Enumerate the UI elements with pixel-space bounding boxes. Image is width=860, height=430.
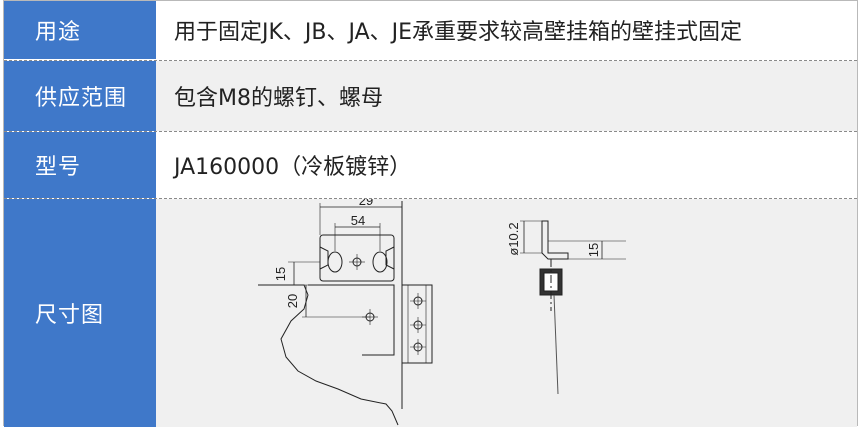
row-label: 型号 bbox=[4, 132, 156, 198]
dimension-drawing-cell: 29 54 15 20 ø10.2 15 bbox=[156, 199, 857, 427]
slot-hole bbox=[327, 251, 343, 273]
row-supply-scope: 供应范围 包含M8的螺钉、螺母 bbox=[4, 60, 857, 131]
slot-hole bbox=[372, 251, 388, 273]
side-view-bracket bbox=[541, 220, 569, 260]
row-model: 型号 JA160000（冷板镀锌） bbox=[4, 131, 857, 198]
spec-table: 用途 用于固定JK、JB、JA、JE承重要求较高壁挂箱的壁挂式固定 供应范围 包… bbox=[3, 0, 858, 427]
row-label: 供应范围 bbox=[4, 61, 156, 131]
row-value: 用于固定JK、JB、JA、JE承重要求较高壁挂箱的壁挂式固定 bbox=[156, 1, 857, 59]
dimension-drawing: 29 54 15 20 ø10.2 15 bbox=[258, 199, 626, 426]
row-label: 用途 bbox=[4, 1, 156, 59]
wall-line bbox=[553, 294, 559, 395]
dim-29: 29 bbox=[359, 199, 373, 208]
bracket-top-plate bbox=[319, 234, 395, 282]
dim-15-left: 15 bbox=[273, 267, 288, 281]
dim-54: 54 bbox=[351, 213, 365, 228]
row-usage: 用途 用于固定JK、JB、JA、JE承重要求较高壁挂箱的壁挂式固定 bbox=[4, 1, 857, 59]
bracket-body bbox=[308, 284, 395, 356]
row-dimension-drawing: 尺寸图 bbox=[4, 198, 857, 427]
row-value: JA160000（冷板镀锌） bbox=[156, 132, 857, 198]
row-label: 尺寸图 bbox=[4, 199, 156, 427]
dim-phi: ø10.2 bbox=[506, 222, 521, 255]
dim-15-right: 15 bbox=[586, 243, 601, 257]
dim-20: 20 bbox=[285, 294, 300, 308]
row-value: 包含M8的螺钉、螺母 bbox=[156, 61, 857, 131]
wall-outline bbox=[258, 284, 399, 426]
